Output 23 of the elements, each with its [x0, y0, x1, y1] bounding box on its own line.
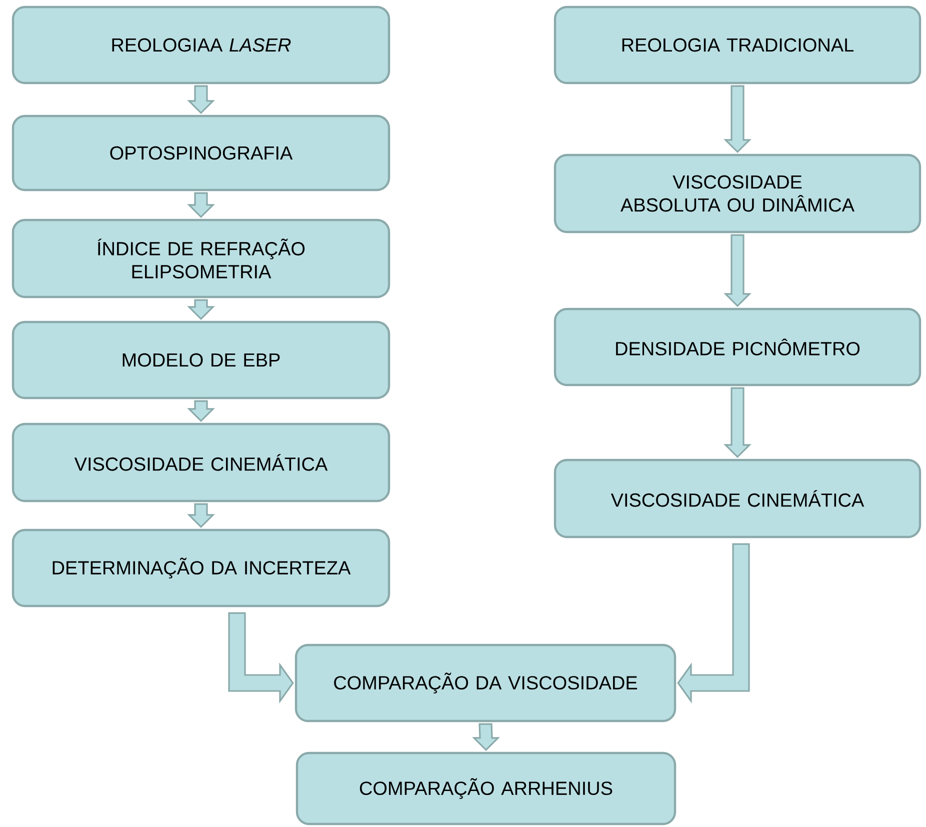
- block-arrow: [724, 85, 752, 154]
- block-arrow: [228, 612, 294, 704]
- process-box: DENSIDADE PICNÔMETRO: [554, 308, 922, 386]
- process-box: COMPARAÇÃO ARRHENIUS: [296, 752, 676, 826]
- block-arrow: [187, 299, 215, 320]
- process-box: ÍNDICE DE REFRAÇÃO ELIPSOMETRIA: [12, 218, 390, 298]
- process-box: VISCOSIDADE ABSOLUTA OU DINÂMICA: [554, 154, 922, 234]
- block-arrow: [472, 723, 500, 752]
- block-arrow: [187, 503, 215, 528]
- block-arrow: [187, 192, 215, 218]
- process-box: REOLOGIAA LASER: [12, 6, 390, 84]
- block-arrow: [187, 400, 215, 422]
- process-box: OPTOSPINOGRAFIA: [12, 114, 390, 192]
- block-arrow: [724, 234, 752, 308]
- block-arrow: [187, 85, 215, 114]
- block-arrow: [677, 543, 750, 704]
- process-box: DETERMINAÇÃO DA INCERTEZA: [12, 528, 390, 608]
- block-arrow: [724, 387, 752, 458]
- process-box: REOLOGIA TRADICIONAL: [554, 6, 922, 84]
- process-box: MODELO DE EBP: [12, 320, 390, 400]
- process-box: VISCOSIDADE CINEMÁTICA: [12, 422, 390, 502]
- process-box: VISCOSIDADE CINEMÁTICA: [554, 458, 922, 538]
- process-box: COMPARAÇÃO DA VISCOSIDADE: [294, 644, 676, 722]
